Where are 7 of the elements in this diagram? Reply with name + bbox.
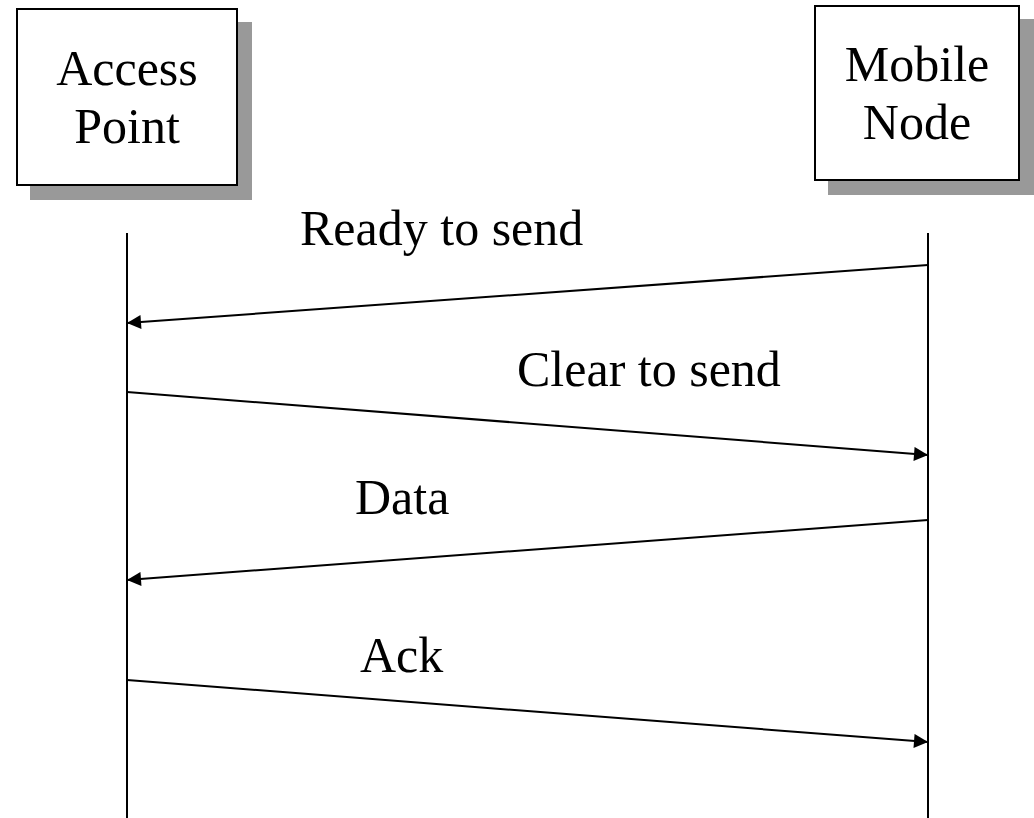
message-label: Clear to send bbox=[517, 344, 781, 394]
message-arrow bbox=[126, 391, 929, 461]
message-label: Ack bbox=[360, 630, 444, 680]
message-arrow bbox=[126, 519, 929, 586]
message-label: Data bbox=[355, 472, 450, 522]
message-arrow bbox=[126, 264, 929, 329]
message-arrow bbox=[126, 679, 929, 748]
